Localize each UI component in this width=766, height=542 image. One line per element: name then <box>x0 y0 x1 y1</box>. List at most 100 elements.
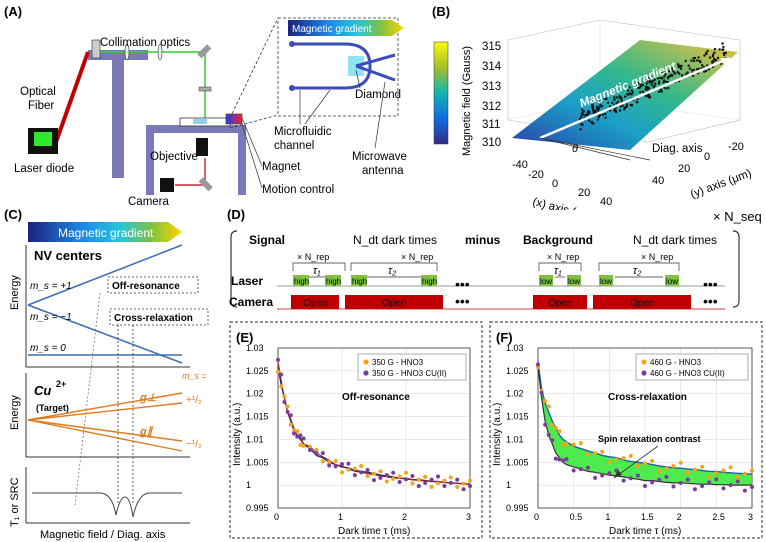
x-tick-label: 0.5 <box>570 512 583 522</box>
data-point <box>643 461 647 466</box>
data-point <box>553 426 558 430</box>
field-point <box>695 68 699 71</box>
field-point <box>684 59 687 63</box>
data-point <box>657 469 662 474</box>
legend-marker <box>363 359 369 365</box>
ms-plus1-line <box>27 244 183 306</box>
data-point <box>671 463 676 468</box>
field-point <box>705 69 708 73</box>
field-point <box>601 113 605 116</box>
magnet-label: Magnet <box>262 161 301 173</box>
microwave-label: Microwave <box>352 151 407 163</box>
data-point <box>461 487 466 492</box>
y-tick-label: 1.01 <box>246 434 264 444</box>
pulse-level: low <box>666 277 678 286</box>
legend-marker <box>363 370 369 376</box>
data-point <box>685 470 690 475</box>
data-point <box>750 468 754 473</box>
diag-axis-label: Diag. axis <box>652 143 703 155</box>
x-tick-label: 2.5 <box>712 512 725 522</box>
field-point <box>615 102 618 105</box>
field-point <box>716 56 720 60</box>
field-point <box>618 109 622 112</box>
lens-1 <box>124 43 130 61</box>
x-tick-label: 1.5 <box>641 512 654 522</box>
data-point <box>314 451 319 456</box>
data-point <box>429 477 434 482</box>
data-point <box>721 486 726 491</box>
target-label: (Target) <box>36 403 69 413</box>
data-point <box>560 458 565 463</box>
field-point <box>703 54 706 57</box>
data-point <box>365 468 370 473</box>
cu-lower-2 <box>27 419 183 452</box>
y-tick-label: 1.03 <box>246 343 264 353</box>
data-point <box>442 484 447 489</box>
ms-minus1-line <box>27 304 183 364</box>
data-point <box>585 465 590 470</box>
legend-marker <box>641 359 647 365</box>
field-point <box>606 101 610 105</box>
data-point <box>301 436 306 441</box>
minus-half-label: −¹/₂ <box>186 439 202 450</box>
g-par-label: g∥ <box>139 426 154 438</box>
x-ticks: -40 -20 0 20 40 <box>512 159 612 208</box>
mirror-2 <box>198 177 213 192</box>
fit-line <box>277 366 471 485</box>
svg-text:•••: ••• <box>455 276 470 292</box>
svg-text:20: 20 <box>678 163 690 175</box>
data-point <box>279 372 284 377</box>
data-point <box>308 447 312 452</box>
panel-c-label: (C) <box>4 207 22 222</box>
data-point <box>372 478 376 483</box>
inset-title: Magnetic gradient <box>292 24 372 35</box>
field-point <box>670 68 673 71</box>
data-point <box>365 474 370 478</box>
field-point <box>690 69 694 72</box>
field-point <box>619 105 622 108</box>
data-point <box>410 481 415 486</box>
laser-pulse <box>421 275 437 286</box>
y-tick-label: 1.02 <box>246 389 264 399</box>
legend <box>357 353 467 381</box>
field-point <box>721 48 724 51</box>
field-point <box>667 86 670 90</box>
field-point <box>613 109 616 112</box>
field-point <box>706 49 709 53</box>
data-point <box>423 474 428 479</box>
y-axis-label: Intensity (a.u.) <box>232 403 243 466</box>
tau-label: τ₁ <box>313 265 321 277</box>
laser-pulse <box>293 275 309 286</box>
field-point <box>635 84 639 87</box>
legend-marker <box>641 370 647 376</box>
field-point <box>648 95 652 99</box>
data-point <box>288 422 293 427</box>
frame-top <box>146 125 246 133</box>
data-point <box>543 399 548 404</box>
data-point <box>295 429 300 434</box>
data-point <box>397 474 402 479</box>
data-point <box>692 487 697 492</box>
data-point <box>410 474 415 478</box>
camera-row-label: Camera <box>229 295 273 309</box>
field-point <box>635 100 638 104</box>
data-point <box>571 442 576 447</box>
data-point <box>429 484 434 489</box>
field-scatter <box>578 42 728 131</box>
panel-e-label: (E) <box>236 330 253 345</box>
field-point <box>625 105 628 108</box>
field-point <box>620 99 624 102</box>
field-point <box>718 48 721 51</box>
data-point <box>657 477 662 482</box>
laser-pulse <box>567 275 581 286</box>
field-point <box>641 83 645 87</box>
svg-text:40: 40 <box>600 196 612 208</box>
data-point <box>600 473 605 478</box>
c-xlabel: Magnetic field / Diag. axis <box>40 529 166 541</box>
field-point <box>616 100 620 103</box>
field-point <box>579 115 583 118</box>
laser-pulse <box>539 275 553 286</box>
field-point <box>614 110 618 114</box>
collimator <box>91 39 101 59</box>
